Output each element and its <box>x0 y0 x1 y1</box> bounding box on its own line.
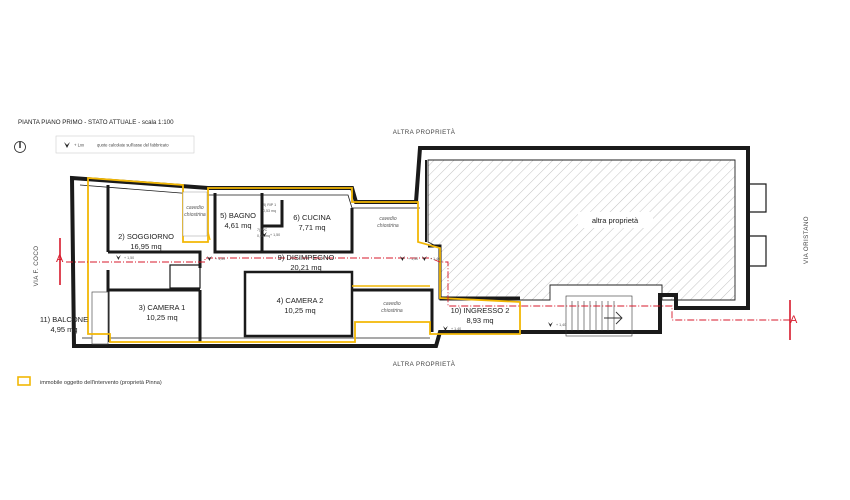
svg-text:3) CAMERA 1: 3) CAMERA 1 <box>139 303 186 312</box>
svg-text:11) BALCONE: 11) BALCONE <box>40 315 88 324</box>
svg-text:+ 1,50: + 1,50 <box>270 233 280 237</box>
svg-text:0,95 mq: 0,95 mq <box>257 234 270 238</box>
intervention-perimeter <box>87 177 521 343</box>
svg-text:cavedio: cavedio <box>383 301 400 307</box>
neighbor-block-label: altra proprietà <box>592 216 639 225</box>
level-markers: + 1,50 + 1,50 + 1,50 + 1,50 + 1,40 + 1,4… <box>116 232 566 331</box>
svg-text:8,93 mq: 8,93 mq <box>466 316 493 325</box>
legend-text: immobile oggetto dell'intervento (propri… <box>40 380 162 386</box>
svg-text:7) WC: 7) WC <box>257 228 268 232</box>
svg-text:+ 1,40: + 1,40 <box>451 327 461 331</box>
svg-text:16,95 mq: 16,95 mq <box>130 242 161 251</box>
svg-text:+ 1,40: + 1,40 <box>430 257 440 261</box>
room-rip: 8) RIP 1 0,53 mq <box>263 203 276 213</box>
svg-text:chiostrina: chiostrina <box>377 223 399 229</box>
level-note-symbol: + Lxx <box>74 143 85 148</box>
room-ingresso-2: 10) INGRESSO 2 8,93 mq <box>451 306 510 325</box>
svg-text:10,25 mq: 10,25 mq <box>146 313 177 322</box>
courtyard-3: cavedio chiostrina <box>381 301 403 314</box>
svg-text:7,71 mq: 7,71 mq <box>298 223 325 232</box>
courtyard-1: cavedio chiostrina <box>182 191 208 237</box>
svg-text:+ 1,50: + 1,50 <box>215 257 225 261</box>
room-soggiorno: 2) SOGGIORNO 16,95 mq <box>118 232 174 251</box>
svg-text:0,53 mq: 0,53 mq <box>263 209 276 213</box>
svg-text:chiostrina: chiostrina <box>381 308 403 314</box>
legend-swatch <box>17 376 31 386</box>
courtyard-2: cavedio chiostrina <box>377 216 399 229</box>
room-bagno: 5) BAGNO 4,61 mq <box>220 211 256 230</box>
room-disimpegno: 9) DISIMPEGNO 20,21 mq <box>278 253 335 272</box>
level-note-box: + Lxx quote calcolate sull'asse del fabb… <box>55 135 195 154</box>
svg-text:5) BAGNO: 5) BAGNO <box>220 211 256 220</box>
street-right-label: VIA ORISTANO <box>803 216 810 264</box>
svg-text:10,25 mq: 10,25 mq <box>284 306 315 315</box>
north-compass <box>14 141 26 153</box>
legend: immobile oggetto dell'intervento (propri… <box>17 376 162 386</box>
svg-text:9) DISIMPEGNO: 9) DISIMPEGNO <box>278 253 335 262</box>
svg-text:cavedio: cavedio <box>379 216 396 222</box>
neighbor-top-label: ALTRA PROPRIETÀ <box>393 129 456 136</box>
level-note-text: quote calcolate sull'asse del fabbricato <box>97 143 169 148</box>
svg-text:+ 1,50: + 1,50 <box>408 257 418 261</box>
room-camera-1: 3) CAMERA 1 10,25 mq <box>139 303 186 322</box>
intervention-inner-line <box>207 231 430 287</box>
room-wc: 7) WC 0,95 mq <box>257 228 270 238</box>
svg-text:+ 1,50: + 1,50 <box>124 256 134 260</box>
svg-text:20,21 mq: 20,21 mq <box>290 263 321 272</box>
svg-text:chiostrina: chiostrina <box>184 212 206 218</box>
room-balcone: 11) BALCONE 4,95 mq <box>40 315 88 334</box>
neighbor-block: altra proprietà <box>427 159 736 301</box>
neighbor-bottom-label: ALTRA PROPRIETÀ <box>393 361 456 368</box>
svg-text:4,61 mq: 4,61 mq <box>224 221 251 230</box>
building-walls <box>69 146 767 348</box>
svg-text:+ 1,40: + 1,40 <box>556 323 566 327</box>
svg-text:10) INGRESSO 2: 10) INGRESSO 2 <box>451 306 510 315</box>
room-cucina: 6) CUCINA 7,71 mq <box>293 213 331 232</box>
section-mark-right: A <box>790 314 798 326</box>
room-camera-2: 4) CAMERA 2 10,25 mq <box>277 296 324 315</box>
section-mark-left: A <box>56 253 64 265</box>
svg-text:6) CUCINA: 6) CUCINA <box>293 213 331 222</box>
plan-title: PIANTA PIANO PRIMO - STATO ATTUALE - sca… <box>18 119 174 126</box>
svg-text:8) RIP 1: 8) RIP 1 <box>263 203 276 207</box>
section-line <box>59 238 791 340</box>
svg-text:4,95 mq: 4,95 mq <box>50 325 77 334</box>
street-left-label: VIA F. COCO <box>33 246 40 287</box>
svg-text:cavedio: cavedio <box>186 205 203 211</box>
svg-text:4) CAMERA 2: 4) CAMERA 2 <box>277 296 324 305</box>
svg-text:2) SOGGIORNO: 2) SOGGIORNO <box>118 232 174 241</box>
balcony <box>91 291 109 345</box>
